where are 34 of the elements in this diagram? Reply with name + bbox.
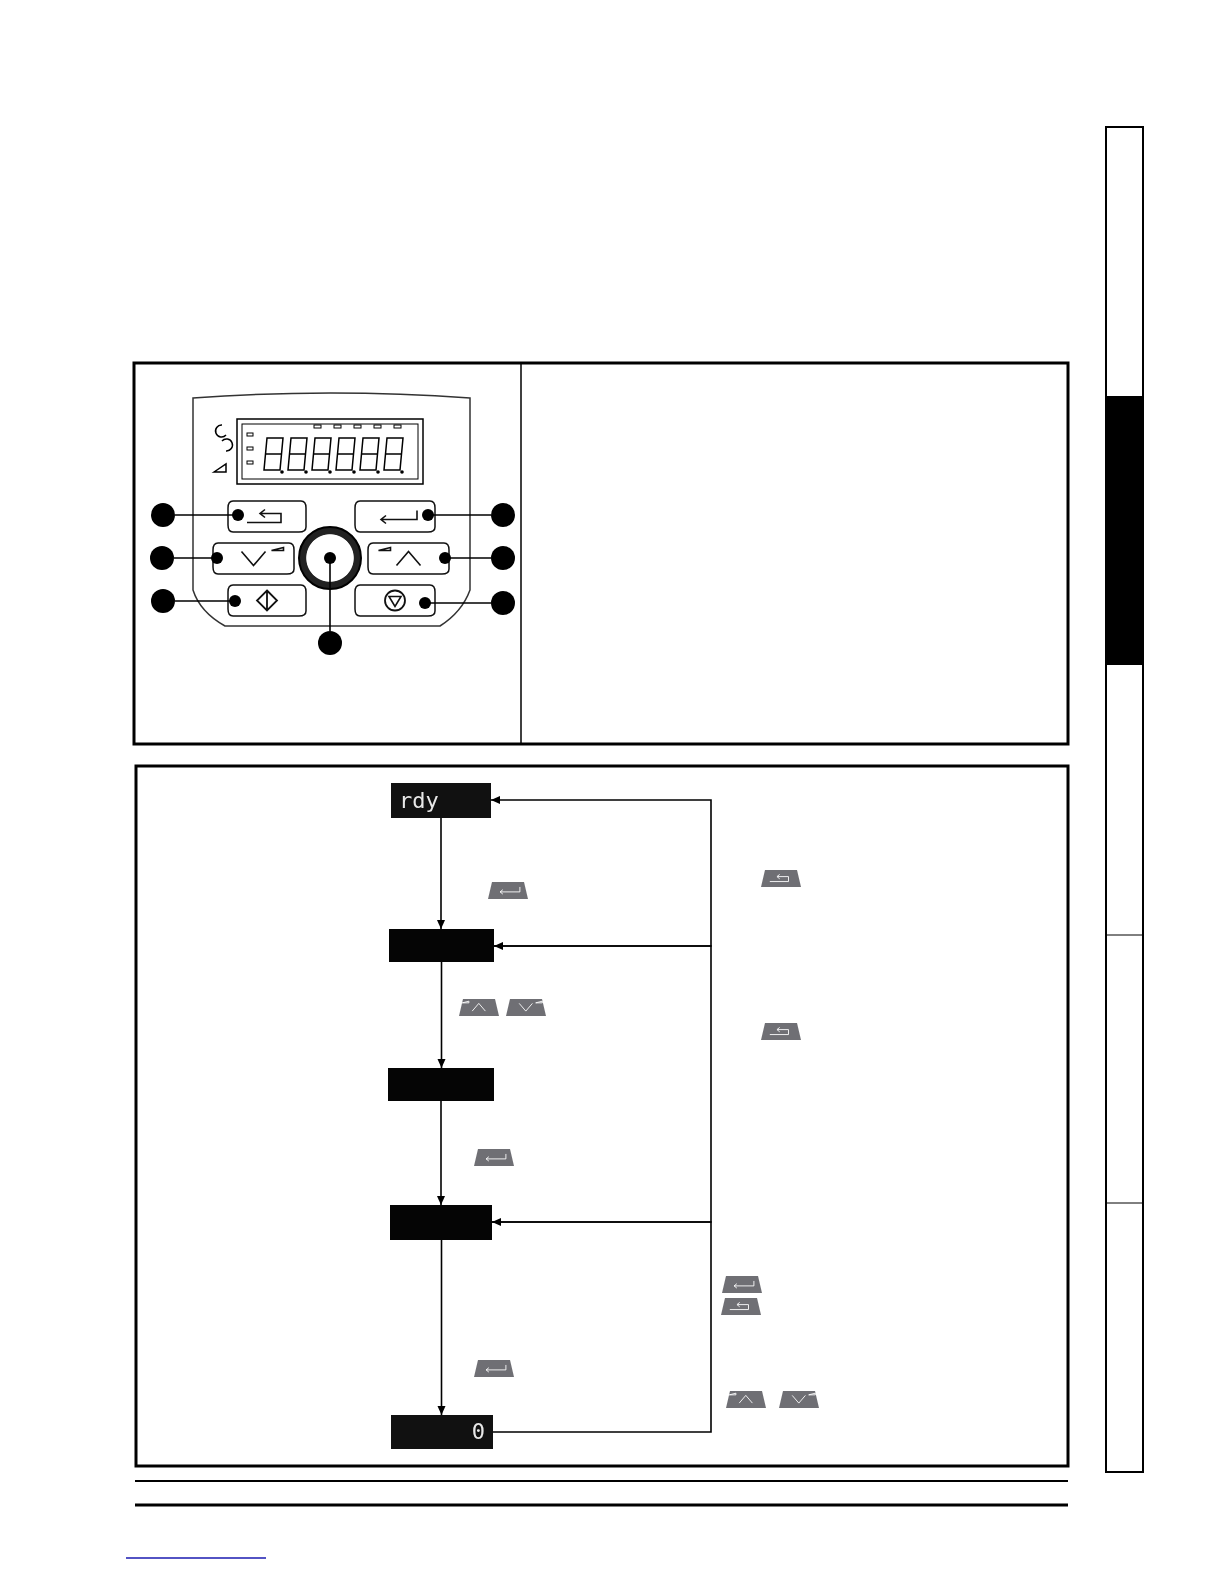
start-key xyxy=(227,584,307,617)
leader-line xyxy=(173,552,223,564)
leader-line xyxy=(419,597,492,609)
enter-key xyxy=(354,500,436,533)
back-key xyxy=(227,500,307,533)
callout-circle xyxy=(491,591,515,615)
arrow xyxy=(437,961,446,1069)
arrow xyxy=(491,942,712,1223)
display-readout: rdy xyxy=(399,789,439,812)
display-screen xyxy=(388,1068,494,1101)
display-screen xyxy=(390,1205,492,1240)
leader-line xyxy=(324,552,336,632)
up-key xyxy=(367,542,450,575)
display-screen xyxy=(389,929,494,962)
leader-line xyxy=(174,595,241,607)
arrow xyxy=(490,796,712,947)
display-readout: 0 xyxy=(471,1421,485,1443)
leader-line xyxy=(439,552,492,564)
callout-circle xyxy=(491,546,515,570)
callout-circle xyxy=(318,631,342,655)
arrow xyxy=(437,817,445,930)
leader-line xyxy=(422,509,492,521)
arrow xyxy=(437,1100,445,1206)
leader-line xyxy=(174,509,244,521)
callout-circle xyxy=(491,503,515,527)
arrow xyxy=(491,1218,712,1433)
callout-circle xyxy=(150,546,174,570)
callout-circle xyxy=(151,503,175,527)
display-screen xyxy=(391,783,491,818)
display-screen xyxy=(391,1415,493,1449)
callout-circle xyxy=(151,589,175,613)
arrow xyxy=(437,1239,446,1416)
down-key xyxy=(212,542,295,575)
stop-key xyxy=(354,584,436,617)
